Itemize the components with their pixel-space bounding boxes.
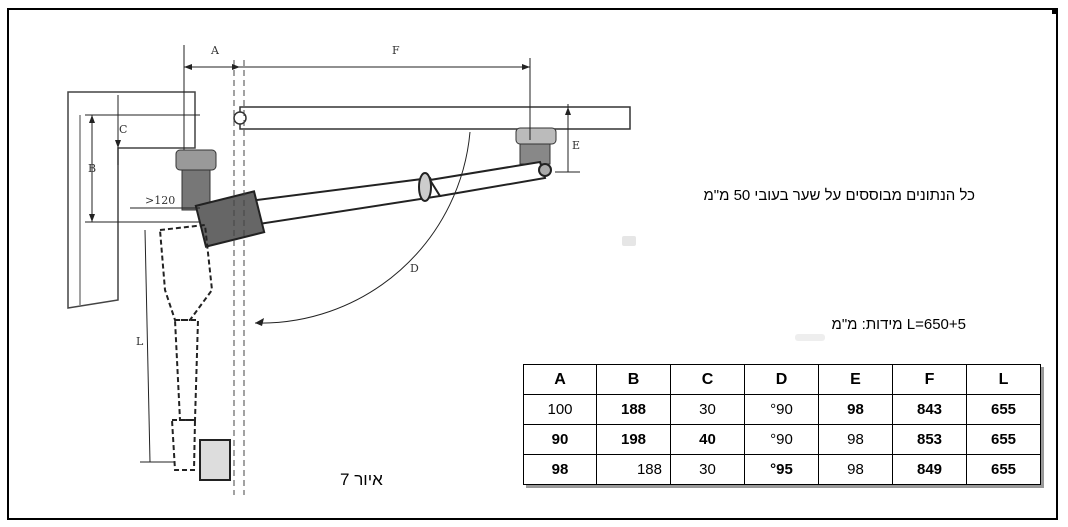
column-header: B: [596, 364, 671, 395]
label-l: L: [136, 335, 144, 348]
table-row: 98 188 30 °95 98 849 655: [523, 454, 1041, 485]
hinge-axis: [233, 60, 245, 495]
table-header-row: A B C D E F L: [523, 364, 1041, 395]
table-cell: 188: [596, 394, 671, 425]
label-d: D: [410, 262, 419, 275]
table-cell: 188: [596, 454, 671, 485]
actuator-open: [158, 223, 231, 481]
table-cell: 853: [892, 424, 967, 455]
table-cell: 198: [596, 424, 671, 455]
table-cell: 98: [523, 454, 597, 485]
table-row: 100 188 30 °90 98 843 655: [523, 394, 1041, 425]
label-e: E: [572, 139, 580, 152]
table-cell: 30: [670, 394, 745, 425]
table-cell: 98: [818, 454, 893, 485]
figure-label: איור 7: [340, 470, 383, 489]
column-header: L: [966, 364, 1041, 395]
table-cell: °90: [744, 424, 819, 455]
gate-thickness-note: כל הנתונים מבוססים על שער בעובי 50 מ"מ: [703, 187, 975, 204]
table-cell: °90: [744, 394, 819, 425]
dimensions-table: A B C D E F L 100 188 30 °90 98 843 655 …: [523, 364, 1041, 485]
table-cell: 655: [966, 424, 1041, 455]
table-cell: 843: [892, 394, 967, 425]
pillar: [67, 91, 196, 309]
table-cell: 98: [818, 394, 893, 425]
table-cell: 849: [892, 454, 967, 485]
column-header: F: [892, 364, 967, 395]
column-header: E: [818, 364, 893, 395]
table-cell: 90: [523, 424, 597, 455]
dimensions-unit-note: L=650+5 מידות: מ"מ: [831, 316, 966, 333]
column-header: A: [523, 364, 597, 395]
pillar-bracket: [175, 149, 217, 211]
table-cell: 655: [966, 394, 1041, 425]
label-c: C: [119, 123, 127, 136]
gate-bracket: [515, 127, 557, 165]
dimension-lines: [85, 45, 580, 463]
column-header: C: [670, 364, 745, 395]
table-cell: 30: [670, 454, 745, 485]
gate-leaf: [233, 106, 631, 130]
label-b: B: [88, 162, 96, 175]
column-header: D: [744, 364, 819, 395]
faint-mark: [795, 334, 825, 341]
table-row: 90 198 40 °90 98 853 655: [523, 424, 1041, 455]
table-cell: 40: [670, 424, 745, 455]
table-cell: 655: [966, 454, 1041, 485]
table-cell: 100: [523, 394, 597, 425]
actuator-closed: [194, 160, 552, 248]
label-min: >120: [145, 194, 175, 207]
table-cell: 98: [818, 424, 893, 455]
arrowheads: [89, 64, 571, 326]
label-f: F: [392, 44, 400, 57]
table-cell: °95: [744, 454, 819, 485]
faint-mark: [622, 236, 636, 246]
label-a: A: [210, 44, 220, 57]
